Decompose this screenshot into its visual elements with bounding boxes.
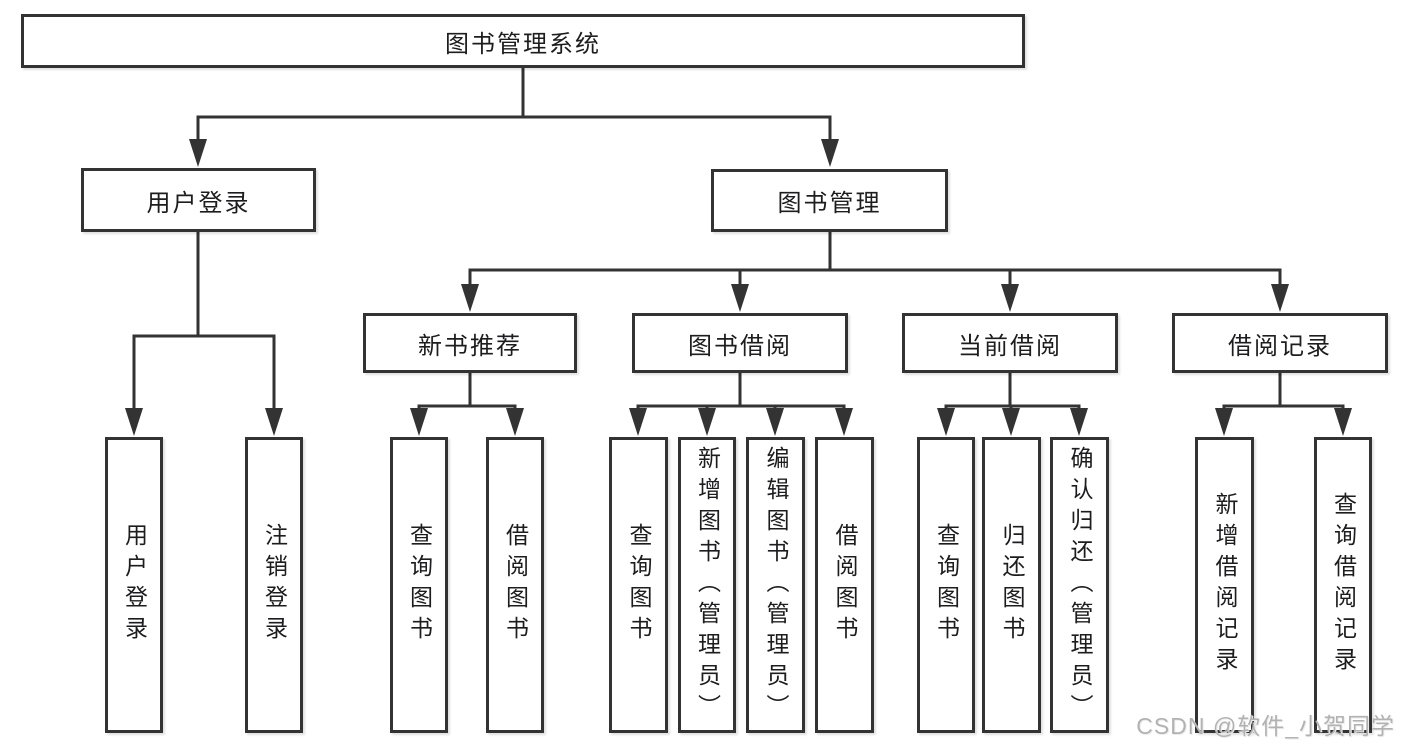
leaf-borrow-books-borrowing: 借阅图书 xyxy=(815,437,874,733)
leaf-edit-books-admin: 编辑图书（管理员） xyxy=(746,437,805,733)
leaf-confirm-return-admin: 确认归还（管理员） xyxy=(1050,437,1109,733)
node-book-management-group: 图书管理 xyxy=(711,169,948,232)
arrowhead xyxy=(1271,284,1289,312)
arrowhead xyxy=(629,408,647,436)
leaf-return-books: 归还图书 xyxy=(982,437,1041,733)
arrowhead xyxy=(821,139,839,167)
node-library-management-system: 图书管理系统 xyxy=(21,14,1025,68)
node-user-login-group: 用户登录 xyxy=(81,168,316,232)
arrowhead xyxy=(1001,284,1019,312)
node-borrowing-records: 借阅记录 xyxy=(1172,313,1388,373)
arrowhead xyxy=(1002,408,1020,436)
arrowhead xyxy=(265,408,283,436)
leaf-add-borrow-record: 新增借阅记录 xyxy=(1195,437,1254,733)
leaf-user-login: 用户登录 xyxy=(105,437,163,733)
leaf-borrow-books-recommend: 借阅图书 xyxy=(486,437,544,733)
arrowhead xyxy=(410,408,428,436)
node-book-borrowing: 图书借阅 xyxy=(632,313,848,373)
arrowhead xyxy=(189,139,207,167)
leaf-query-borrow-record: 查询借阅记录 xyxy=(1314,437,1372,733)
arrowhead xyxy=(731,284,749,312)
arrowhead xyxy=(461,284,479,312)
leaf-logout: 注销登录 xyxy=(245,437,303,733)
node-current-borrowing: 当前借阅 xyxy=(902,313,1118,373)
arrowhead xyxy=(698,408,716,436)
arrowhead xyxy=(835,408,853,436)
arrowhead xyxy=(506,408,524,436)
arrowhead xyxy=(937,408,955,436)
arrowhead xyxy=(125,408,143,436)
arrowhead xyxy=(1215,408,1233,436)
leaf-query-books-current: 查询图书 xyxy=(917,437,975,733)
arrowhead xyxy=(766,408,784,436)
csdn-watermark: CSDN @软件_小贺同学 xyxy=(1136,713,1395,739)
arrowhead xyxy=(1070,408,1088,436)
arrowhead xyxy=(1334,408,1352,436)
leaf-add-books-admin: 新增图书（管理员） xyxy=(678,437,736,733)
leaf-query-books-recommend: 查询图书 xyxy=(390,437,448,733)
node-new-book-recommendation: 新书推荐 xyxy=(363,313,577,373)
leaf-query-books-borrowing: 查询图书 xyxy=(609,437,668,733)
